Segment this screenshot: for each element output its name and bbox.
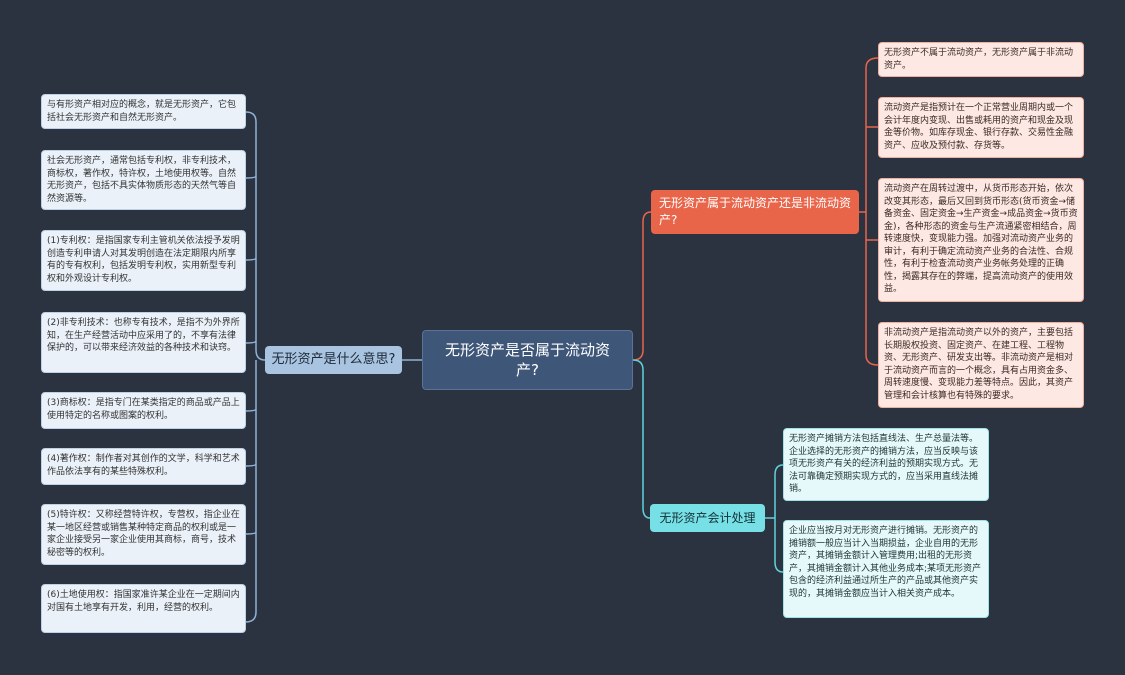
leaf-not-current-asset[interactable]: 无形资产不属于流动资产，无形资产属于非流动资产。 xyxy=(878,42,1084,77)
leaf-trademark[interactable]: (3)商标权：是指专门在某类指定的商品或产品上使用特定的名称或图案的权利。 xyxy=(41,392,246,429)
leaf-franchise[interactable]: (5)特许权：又称经营特许权，专营权，指企业在某一地区经营或销售某种特定商品的权… xyxy=(41,504,246,565)
link-left-leaf xyxy=(245,408,257,412)
leaf-current-asset-turnover[interactable]: 流动资产在周转过渡中，从货币形态开始，依次改变其形态，最后又回到货币形态(货币资… xyxy=(878,178,1084,302)
leaf-current-asset-definition[interactable]: 流动资产是指预计在一个正常营业周期内或一个会计年度内变现、出售或耗用的资产和现金… xyxy=(878,97,1084,158)
leaf-land-use-right[interactable]: (6)土地使用权：指国家准许某企业在一定期间内对国有土地享有开发，利用，经营的权… xyxy=(41,584,246,633)
link-red-bus xyxy=(859,57,879,366)
link-root-right-top xyxy=(632,211,652,361)
leaf-non-patent-tech[interactable]: (2)非专利技术：也称专有技术，是指不为外界所知，在生产经营活动中应采用了的，不… xyxy=(41,312,246,373)
leaf-monthly-amortization[interactable]: 企业应当按月对无形资产进行摊销。无形资产的摊销额一般应当计入当期损益，企业自用的… xyxy=(783,520,989,618)
leaf-amortization-methods[interactable]: 无形资产摊销方法包括直线法、生产总量法等。企业选择的无形资产的摊销方法，应当反映… xyxy=(783,428,989,501)
link-left-leaf xyxy=(245,531,257,535)
leaf-patent-right[interactable]: (1)专利权：是指国家专利主管机关依法授予发明创造专利申请人对其发明创造在法定期… xyxy=(41,230,246,291)
branch-what-is-intangible[interactable]: 无形资产是什么意思? xyxy=(265,346,402,374)
branch-current-or-noncurrent[interactable]: 无形资产属于流动资产还是非流动资产? xyxy=(651,190,859,234)
link-left-leaf xyxy=(245,175,257,179)
leaf-social-natural[interactable]: 社会无形资产，通常包括专利权，非专利技术，商标权，著作权，特许权，土地使用权等。… xyxy=(41,150,246,210)
link-root-right-bottom xyxy=(632,359,651,519)
link-left-bus xyxy=(245,111,266,623)
leaf-noncurrent-asset-definition[interactable]: 非流动资产是指流动资产以外的资产，主要包括长期股权投资、固定资产、在建工程、工程… xyxy=(878,322,1084,408)
root-node[interactable]: 无形资产是否属于流动资产? xyxy=(422,330,633,390)
leaf-definition[interactable]: 与有形资产相对应的概念，就是无形资产，它包括社会无形资产和自然无形资产。 xyxy=(41,94,246,129)
link-left-leaf xyxy=(245,463,257,467)
branch-accounting-treatment[interactable]: 无形资产会计处理 xyxy=(650,504,765,532)
link-left-leaf xyxy=(245,340,257,344)
link-cyan-bus xyxy=(765,464,784,573)
leaf-copyright[interactable]: (4)著作权：制作者对其创作的文学，科学和艺术作品依法享有的某些特殊权利。 xyxy=(41,448,246,485)
link-left-leaf xyxy=(245,257,257,261)
